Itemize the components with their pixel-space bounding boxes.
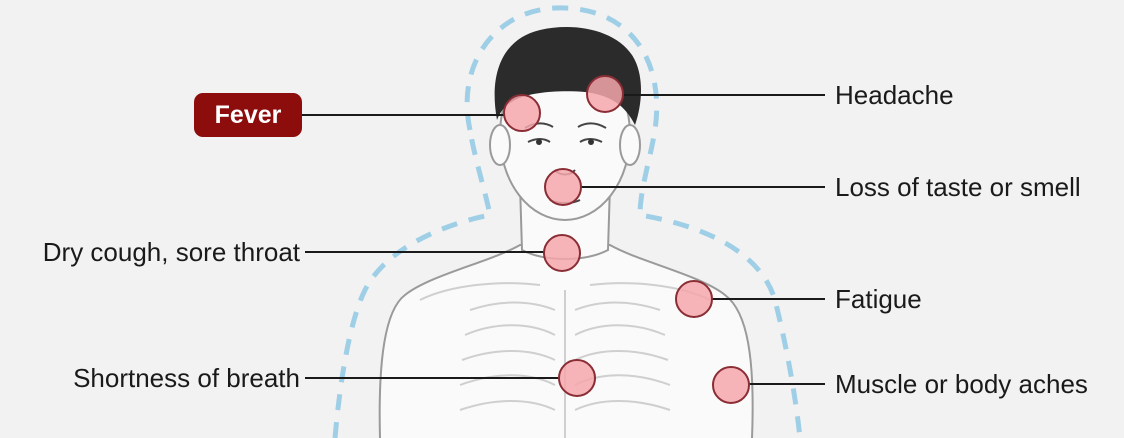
loss-taste-smell-label: Loss of taste or smell (835, 172, 1081, 202)
muscle-aches-label: Muscle or body aches (835, 369, 1088, 399)
fever-badge: Fever (194, 93, 302, 137)
right-ear (620, 125, 640, 165)
shortness-breath-label: Shortness of breath (10, 363, 300, 393)
fatigue-label: Fatigue (835, 284, 922, 314)
left-ear (490, 125, 510, 165)
headache-marker (587, 76, 623, 112)
headache-label: Headache (835, 80, 954, 110)
taste-smell-marker (545, 169, 581, 205)
fatigue-marker (676, 281, 712, 317)
fever-marker (504, 95, 540, 131)
torso-outline (380, 245, 753, 438)
cough-marker (544, 235, 580, 271)
breath-marker (559, 360, 595, 396)
aches-marker (713, 367, 749, 403)
dry-cough-label: Dry cough, sore throat (10, 237, 300, 267)
